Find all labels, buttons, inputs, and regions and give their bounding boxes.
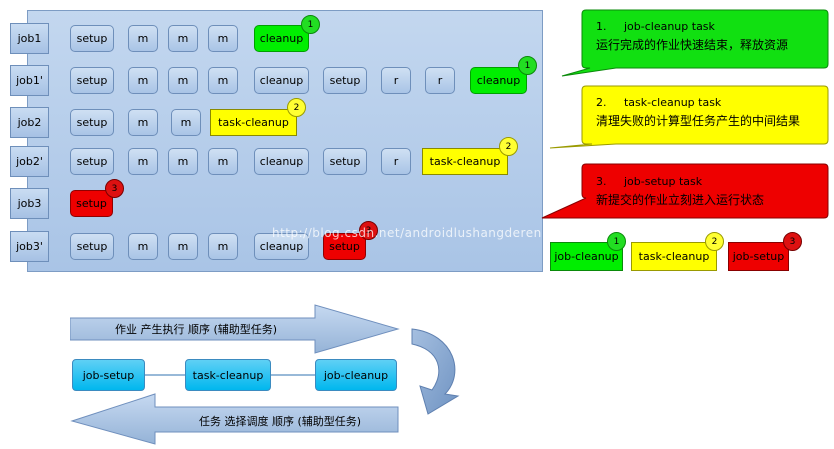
note-title: job-setup task (623, 175, 703, 188)
task-job-setup: setup (70, 190, 113, 217)
task-cleanup: cleanup (254, 233, 309, 260)
flow-task-cleanup: task-cleanup (185, 359, 271, 391)
flow-job-cleanup: job-cleanup (315, 359, 397, 391)
legend-task-cleanup: task-cleanup (631, 242, 717, 271)
task-map: m (208, 233, 238, 260)
note-1: 1. job-cleanup task 运行完成的作业快速结束，释放资源 (596, 20, 788, 53)
task-job-cleanup: cleanup (254, 25, 309, 52)
note-title: task-cleanup task (623, 96, 722, 109)
task-map: m (128, 148, 158, 175)
task-setup: setup (70, 109, 114, 136)
task-reduce: r (381, 67, 411, 94)
callout-green (561, 9, 829, 77)
callout-yellow (549, 85, 829, 149)
task-setup: setup (323, 67, 367, 94)
task-map: m (128, 109, 158, 136)
badge-1: 1 (301, 15, 320, 34)
arrow-right (70, 304, 400, 354)
note-3: 3. job-setup task 新提交的作业立刻进入运行状态 (596, 175, 764, 208)
watermark: http://blog.csdn.net/androidlushangderen (272, 226, 542, 240)
job-label-job2: job2 (10, 107, 49, 138)
task-reduce: r (425, 67, 455, 94)
task-map: m (208, 148, 238, 175)
task-reduce: r (381, 148, 411, 175)
badge-3: 3 (105, 179, 124, 198)
note-title: job-cleanup task (623, 20, 715, 33)
bottom-arrow-label: 任务 选择调度 顺序 (辅助型任务) (198, 415, 362, 428)
task-setup: setup (70, 233, 114, 260)
flow-job-setup: job-setup (72, 359, 145, 391)
task-map: m (168, 233, 198, 260)
callout-red (541, 163, 829, 219)
job-label-job3: job3 (10, 188, 49, 219)
task-job-cleanup: cleanup (470, 67, 527, 94)
task-setup: setup (70, 25, 114, 52)
task-map: m (171, 109, 201, 136)
task-setup: setup (70, 67, 114, 94)
task-map: m (208, 25, 238, 52)
note-2: 2. task-cleanup task 清理失败的计算型任务产生的中间结果 (596, 96, 800, 129)
task-map: m (128, 233, 158, 260)
task-map: m (128, 67, 158, 94)
task-job-setup: setup (323, 233, 366, 260)
note-description: 运行完成的作业快速结束，释放资源 (596, 38, 789, 52)
task-cleanup: cleanup (254, 67, 309, 94)
task-map: m (168, 148, 198, 175)
badge-3: 3 (783, 232, 802, 251)
badge-2: 2 (499, 137, 518, 156)
job-label-job1-prime: job1' (10, 65, 49, 96)
task-task-cleanup: task-cleanup (422, 148, 508, 175)
badge-2: 2 (705, 232, 724, 251)
task-setup: setup (70, 148, 114, 175)
task-map: m (208, 67, 238, 94)
badge-1: 1 (607, 232, 626, 251)
badge-1: 1 (518, 56, 537, 75)
task-map: m (168, 67, 198, 94)
legend-job-cleanup: job-cleanup (550, 242, 623, 271)
arrow-left (70, 393, 399, 445)
badge-2: 2 (287, 98, 306, 117)
job-label-job1: job1 (10, 23, 49, 54)
note-number: 1. (596, 20, 607, 33)
curved-arrow (411, 328, 460, 415)
task-map: m (168, 25, 198, 52)
top-arrow-label: 作业 产生执行 顺序 (辅助型任务) (114, 323, 278, 336)
job-label-job2-prime: job2' (10, 146, 49, 177)
flow-arrows (70, 304, 460, 445)
job-panel (27, 10, 543, 272)
note-number: 3. (596, 175, 607, 188)
callout-shapes (541, 9, 829, 219)
task-map: m (128, 25, 158, 52)
note-number: 2. (596, 96, 607, 109)
task-setup: setup (323, 148, 367, 175)
legend-job-setup: job-setup (728, 242, 789, 271)
job-label-job3-prime: job3' (10, 231, 49, 262)
badge-3: 3 (359, 221, 378, 240)
note-description: 清理失败的计算型任务产生的中间结果 (596, 114, 801, 128)
task-cleanup: cleanup (254, 148, 309, 175)
note-description: 新提交的作业立刻进入运行状态 (596, 193, 765, 207)
task-task-cleanup: task-cleanup (210, 109, 297, 136)
